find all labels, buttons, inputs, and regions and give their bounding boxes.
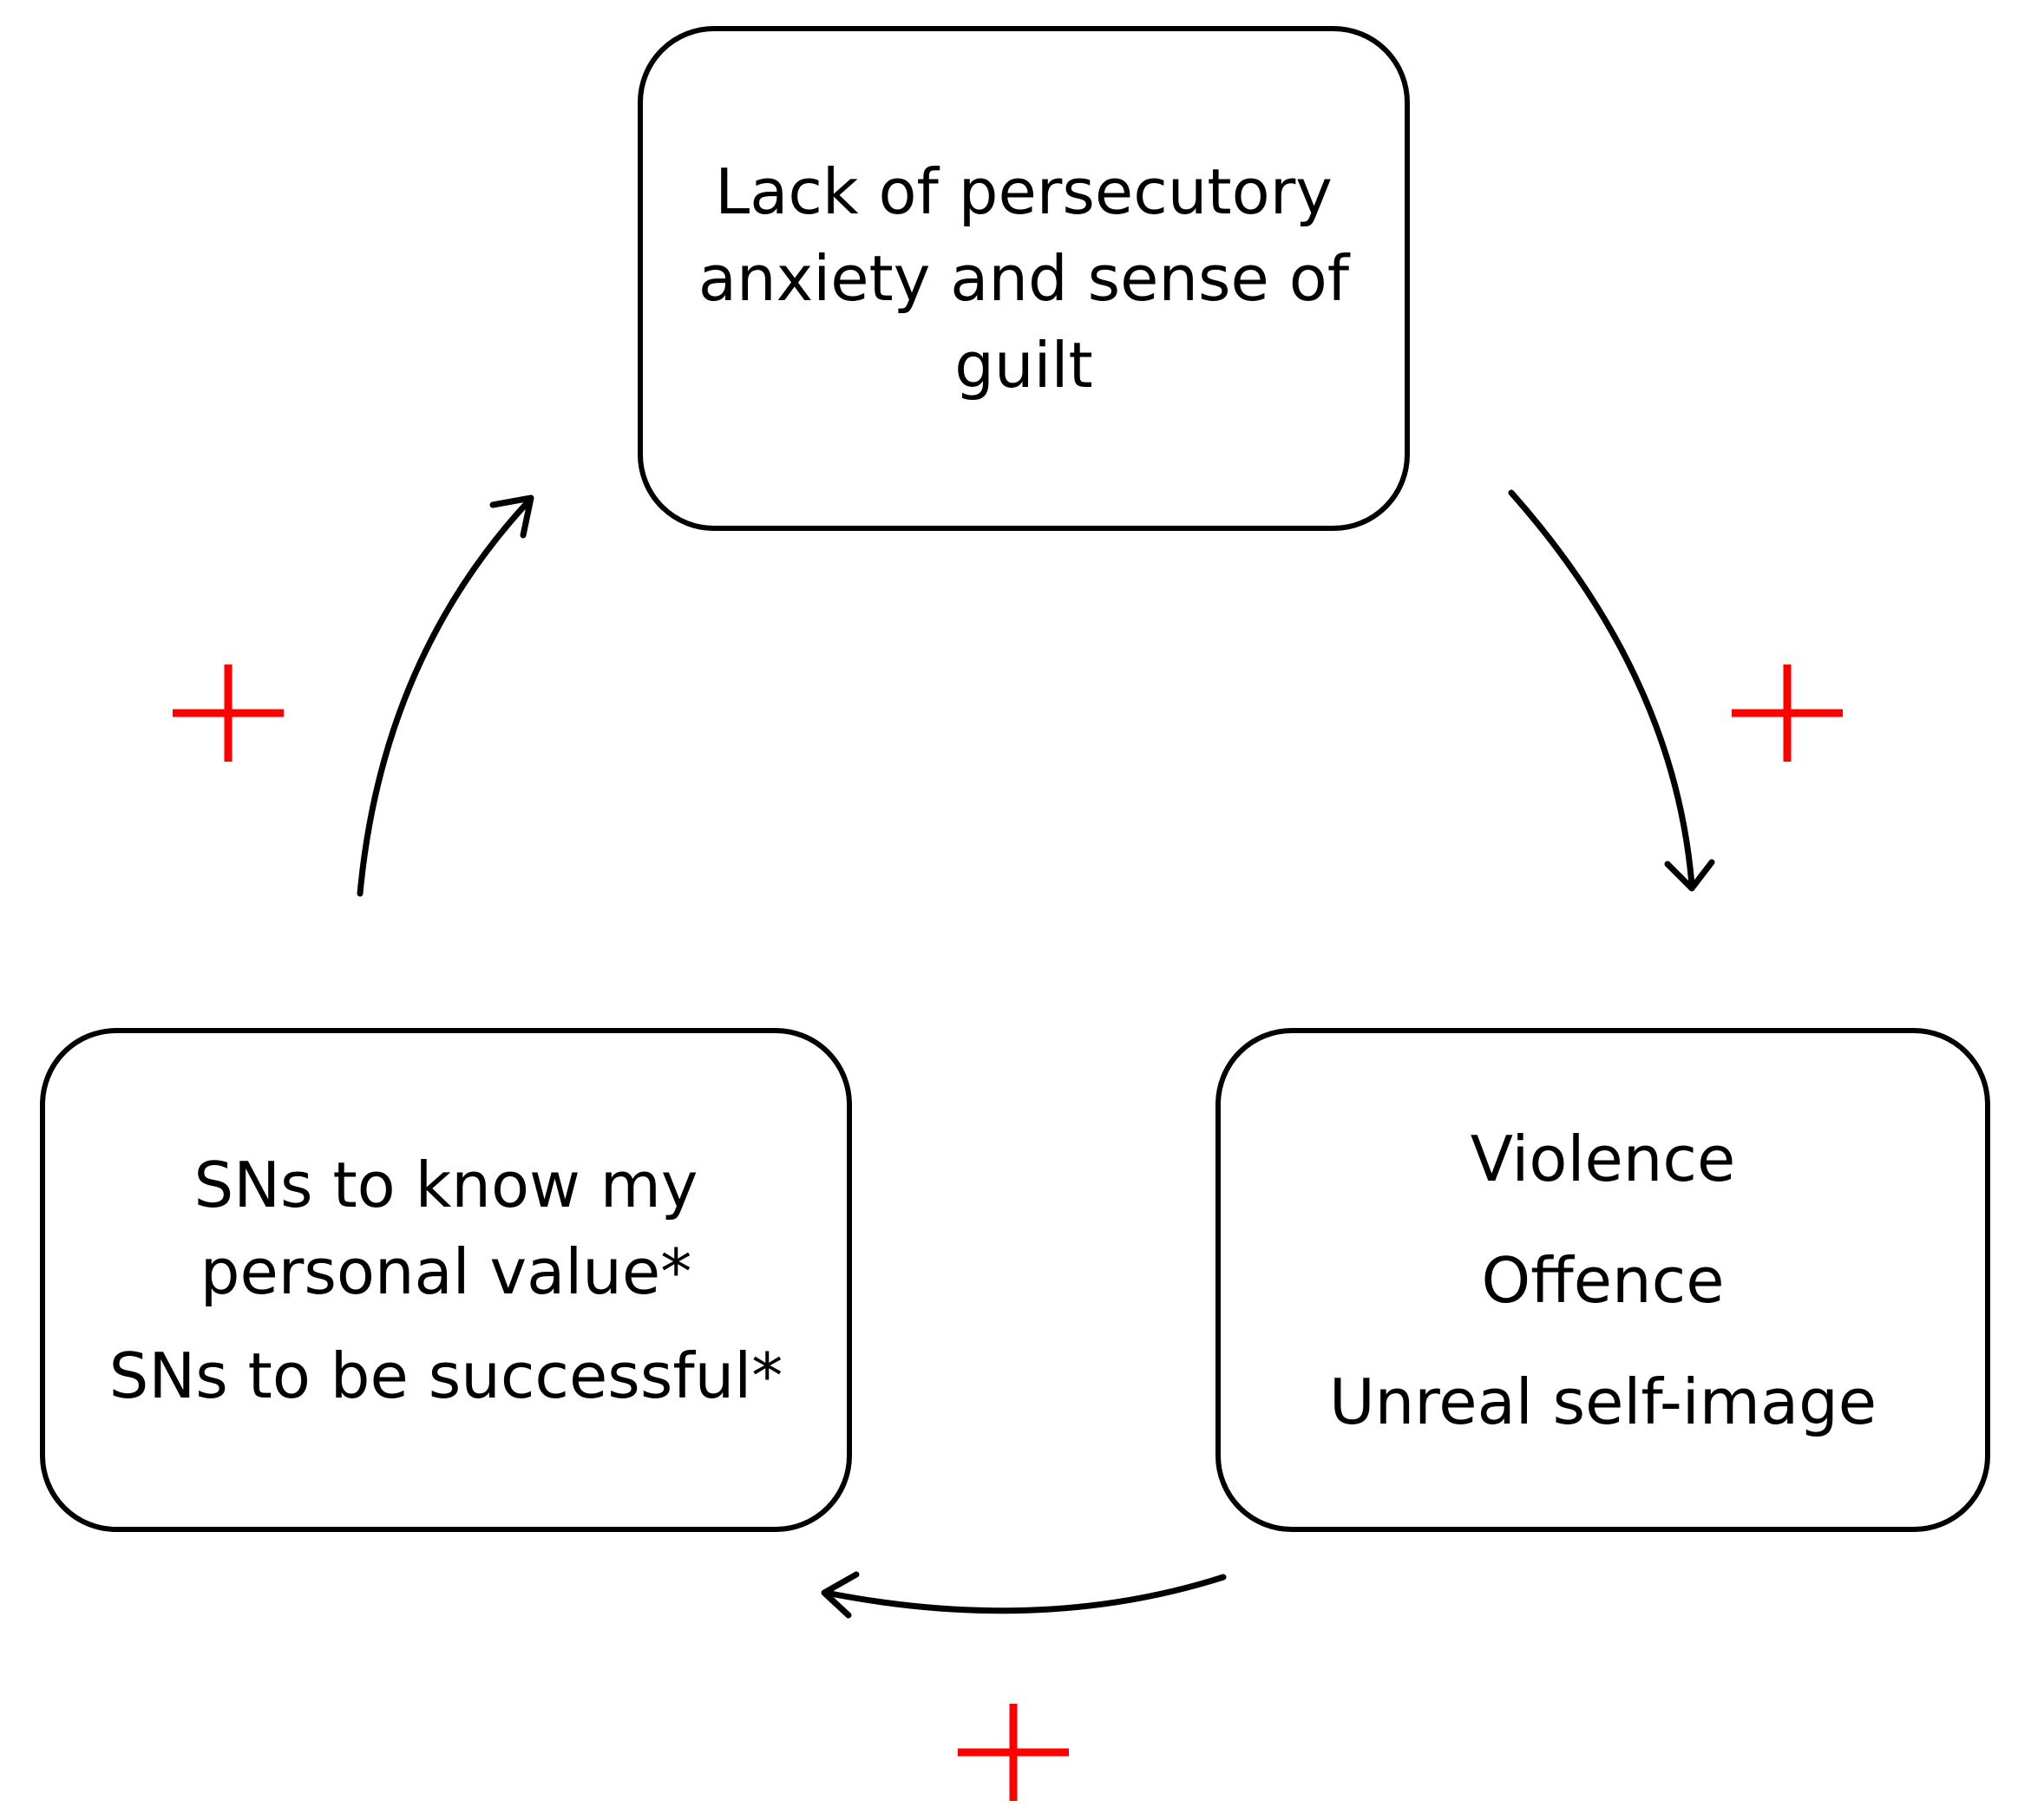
node-violence-offence-self-image: Violence Offence Unreal self-image (1215, 1028, 1990, 1532)
arrowhead-left-to-top (489, 494, 534, 539)
arrow-left-to-top (357, 497, 533, 897)
arrow-right-to-left (822, 1574, 1227, 1614)
node-sns-value-success: SNs to know my personal value* SNs to be… (40, 1028, 852, 1532)
plus-sign-right-to-left (958, 1704, 1069, 1801)
node-top-text: Lack of persecutory anxiety and sense of… (698, 155, 1350, 402)
node-right-line-offence: Offence (1481, 1243, 1725, 1317)
plus-sign-top-to-right (1732, 664, 1843, 762)
node-left-line-personal-value: SNs to know my personal value* (193, 1148, 698, 1308)
node-right-line-self-image: Unreal self-image (1328, 1365, 1877, 1438)
arrowhead-top-to-right (1664, 859, 1715, 892)
node-right-line-violence: Violence (1470, 1122, 1736, 1195)
plus-sign-left-to-top (173, 664, 284, 762)
node-lack-of-anxiety-guilt: Lack of persecutory anxiety and sense of… (638, 26, 1410, 531)
arrow-top-to-right (1508, 489, 1695, 888)
node-left-line-successful: SNs to be successful* (108, 1339, 783, 1412)
arrowhead-right-to-left (821, 1571, 860, 1619)
